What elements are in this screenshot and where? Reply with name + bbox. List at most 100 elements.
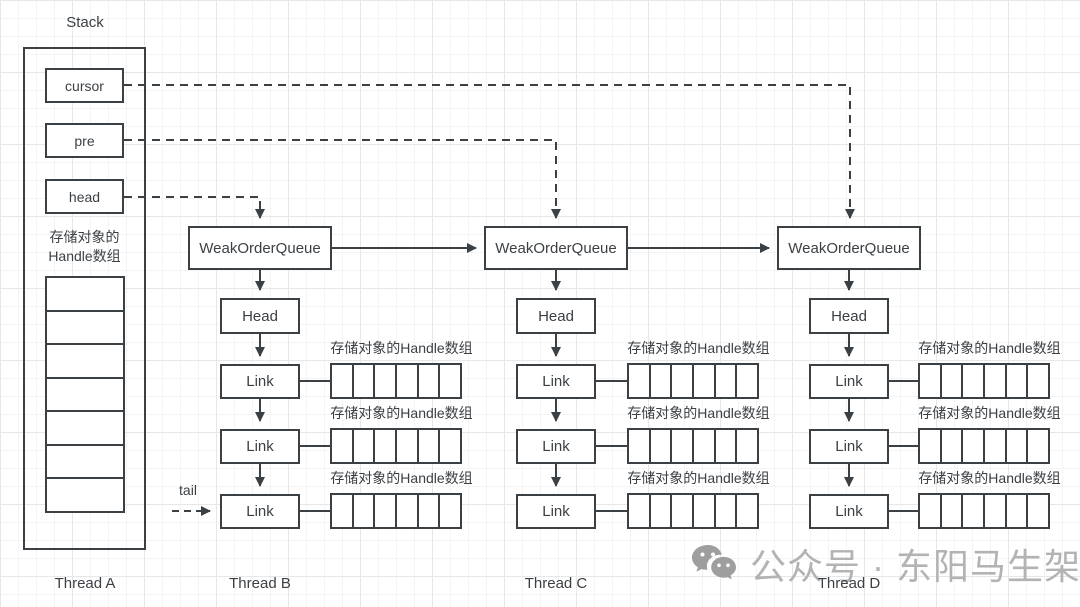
array-cell: [670, 493, 695, 529]
thread-b-label: Thread B: [229, 575, 291, 592]
array-cell: [713, 363, 738, 399]
array-cell: [438, 428, 463, 464]
array-cell: [373, 428, 398, 464]
threadD-link3-box: Link: [809, 494, 889, 529]
threadB-link1-box: Link: [220, 364, 300, 399]
array-cell: [670, 428, 695, 464]
array-cell: [961, 428, 986, 464]
array-cell: [961, 363, 986, 399]
threadC-weakorderqueue-box: WeakOrderQueue: [484, 226, 628, 270]
threadB-link2-box: Link: [220, 429, 300, 464]
array-cell: [416, 363, 441, 399]
watermark: 公众号 · 东阳马生架构: [690, 538, 1080, 590]
array-cell: [416, 428, 441, 464]
array-cell: [735, 493, 760, 529]
array-cell: [1004, 428, 1029, 464]
threadB-link3-box: Link: [220, 494, 300, 529]
array-cell: [395, 493, 419, 529]
array-cell: [1004, 363, 1029, 399]
threadD-head-box: Head: [809, 298, 889, 334]
threadD-array2-label: 存储对象的Handle数组: [918, 405, 1061, 421]
threadB-head-box: Head: [220, 298, 300, 334]
threadD-handle-array2: [918, 428, 1051, 464]
array-cell: [351, 493, 376, 529]
array-cell: [670, 363, 695, 399]
tail-label: tail: [179, 482, 197, 498]
array-cell: [395, 363, 419, 399]
threadD-link2-box: Link: [809, 429, 889, 464]
stack-array-label: 存储对象的 Handle数组: [23, 228, 146, 266]
threadC-array1-label: 存储对象的Handle数组: [627, 340, 770, 356]
array-cell: [438, 363, 463, 399]
stack-array-label-line2: Handle数组: [48, 248, 121, 264]
array-cell: [351, 363, 376, 399]
threadD-array3-label: 存储对象的Handle数组: [918, 470, 1061, 486]
array-cell: [416, 493, 441, 529]
threadC-handle-array1: [627, 363, 760, 399]
watermark-text: 公众号 · 东阳马生架构: [750, 546, 1080, 587]
array-cell: [983, 363, 1007, 399]
stack-pre-box: pre: [45, 123, 124, 158]
threadB-handle-array3: [330, 493, 463, 529]
threadC-link2-box: Link: [516, 429, 596, 464]
array-cell: [330, 493, 354, 529]
array-cell: [1004, 493, 1029, 529]
threadC-handle-array3: [627, 493, 760, 529]
stack-title: Stack: [66, 14, 104, 31]
wechat-icon: [692, 545, 736, 580]
array-cell: [735, 428, 760, 464]
stack-head-box: head: [45, 179, 124, 214]
array-cell: [713, 493, 738, 529]
threadB-array1-label: 存储对象的Handle数组: [330, 340, 473, 356]
stack-cursor-box: cursor: [45, 68, 124, 103]
thread-c-label: Thread C: [524, 575, 588, 592]
threadC-link1-box: Link: [516, 364, 596, 399]
array-cell: [692, 493, 716, 529]
array-cell: [713, 428, 738, 464]
threadB-handle-array1: [330, 363, 463, 399]
array-cell: [648, 363, 673, 399]
stack-array-label-line1: 存储对象的: [49, 229, 120, 245]
array-cell: [395, 428, 419, 464]
stack-container: [23, 47, 146, 550]
array-cell: [351, 428, 376, 464]
threadD-handle-array3: [918, 493, 1051, 529]
pre-to-threadC-arrow: [124, 139, 561, 219]
array-cell: [627, 363, 651, 399]
array-cell: [939, 428, 964, 464]
threadD-link1-box: Link: [809, 364, 889, 399]
threadD-handle-array1: [918, 363, 1051, 399]
array-cell: [648, 428, 673, 464]
threadC-head-box: Head: [516, 298, 596, 334]
array-cell: [45, 477, 125, 513]
threadD-weakorderqueue-box: WeakOrderQueue: [777, 226, 921, 270]
array-cell: [918, 428, 942, 464]
threadB-weakorderqueue-box: WeakOrderQueue: [188, 226, 332, 270]
array-cell: [627, 428, 651, 464]
array-cell: [45, 343, 125, 379]
array-cell: [939, 493, 964, 529]
array-cell: [45, 443, 125, 479]
array-cell: [373, 493, 398, 529]
thread-a-label: Thread A: [54, 575, 116, 592]
array-cell: [648, 493, 673, 529]
threadD-array1-label: 存储对象的Handle数组: [918, 340, 1061, 356]
array-cell: [438, 493, 463, 529]
array-cell: [45, 376, 125, 412]
threadC-array3-label: 存储对象的Handle数组: [627, 470, 770, 486]
array-cell: [45, 410, 125, 446]
array-cell: [330, 363, 354, 399]
threadB-handle-array2: [330, 428, 463, 464]
thread-d-label: Thread D: [817, 575, 881, 592]
array-cell: [627, 493, 651, 529]
array-cell: [1026, 493, 1051, 529]
array-cell: [983, 493, 1007, 529]
array-cell: [45, 276, 125, 312]
cursor-to-threadD-arrow: [124, 84, 855, 219]
array-cell: [1026, 363, 1051, 399]
threadB-array3-label: 存储对象的Handle数组: [330, 470, 473, 486]
threadC-link3-box: Link: [516, 494, 596, 529]
array-cell: [735, 363, 760, 399]
array-cell: [45, 309, 125, 345]
